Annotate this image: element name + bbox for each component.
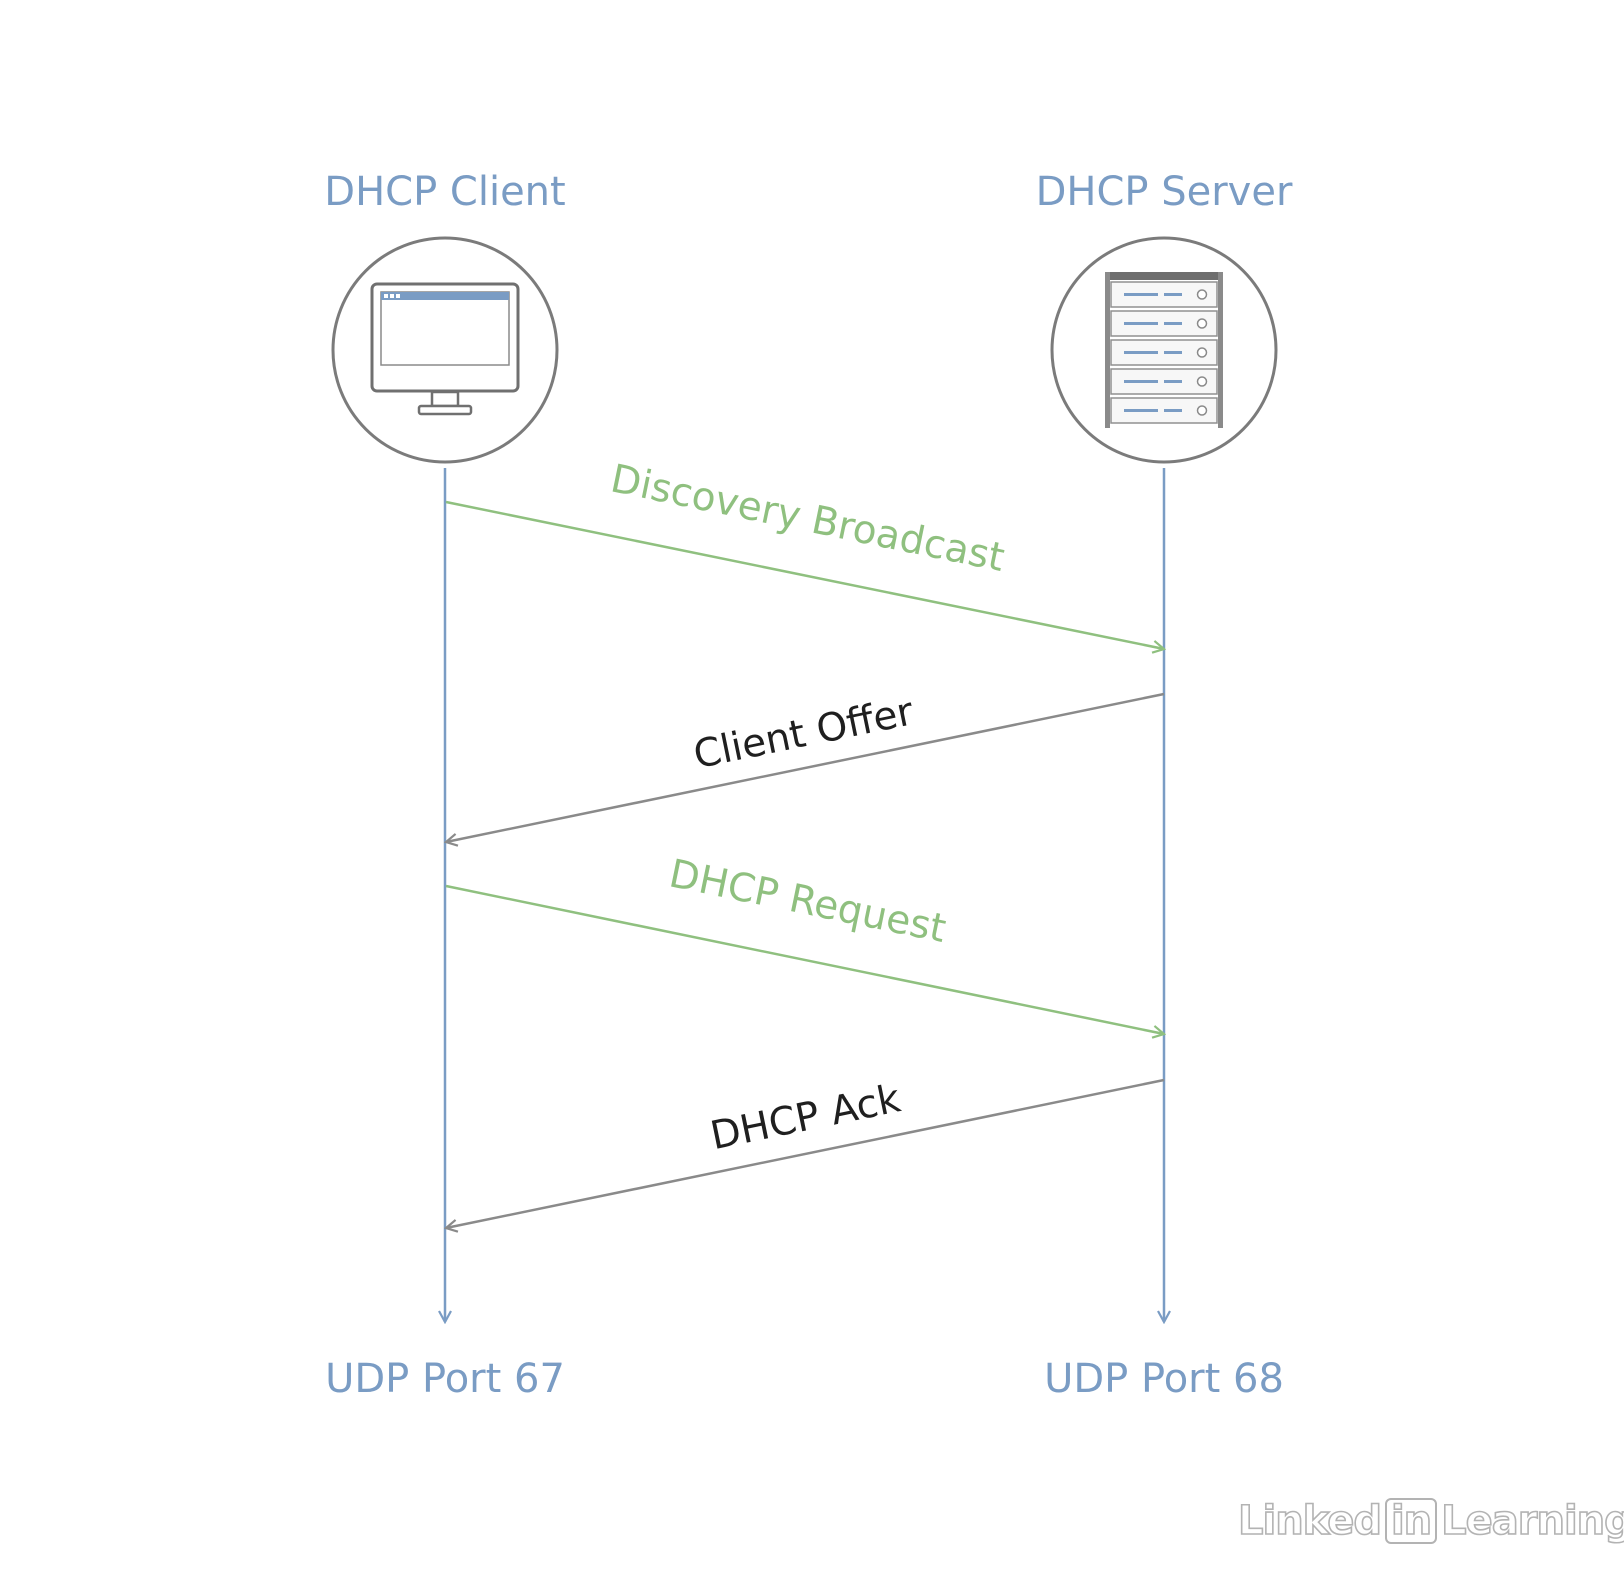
offer-label: Client Offer: [690, 689, 918, 778]
watermark-in-logo: in: [1384, 1498, 1438, 1544]
server-unit: [1110, 397, 1218, 424]
server-title: DHCP Server: [1036, 169, 1293, 215]
message-offer: Client Offer: [446, 689, 1165, 842]
watermark-prefix: Linked: [1237, 1498, 1383, 1544]
client-title: DHCP Client: [324, 169, 565, 215]
request-arrow: [445, 884, 1164, 1034]
server-unit: [1110, 339, 1218, 366]
message-request: DHCP Request: [445, 851, 1164, 1034]
computer-monitor-icon: [370, 282, 520, 416]
ack-arrow: [446, 1078, 1165, 1228]
discovery-arrow: [445, 500, 1164, 649]
client-port-label: UDP Port 67: [325, 1356, 565, 1402]
ack-label: DHCP Ack: [707, 1076, 905, 1159]
client-node: [331, 236, 559, 464]
request-label: DHCP Request: [665, 851, 949, 952]
server-unit: [1110, 368, 1218, 395]
server-port-label: UDP Port 68: [1044, 1356, 1284, 1402]
watermark-suffix: Learning: [1440, 1498, 1624, 1544]
server-rack-icon: [1105, 272, 1223, 428]
server-node: [1050, 236, 1278, 464]
discovery-label: Discovery Broadcast: [607, 456, 1008, 581]
server-unit: [1110, 281, 1218, 308]
offer-arrow: [446, 692, 1165, 842]
message-ack: DHCP Ack: [446, 1076, 1165, 1228]
message-discovery: Discovery Broadcast: [445, 456, 1164, 649]
server-unit: [1110, 310, 1218, 337]
